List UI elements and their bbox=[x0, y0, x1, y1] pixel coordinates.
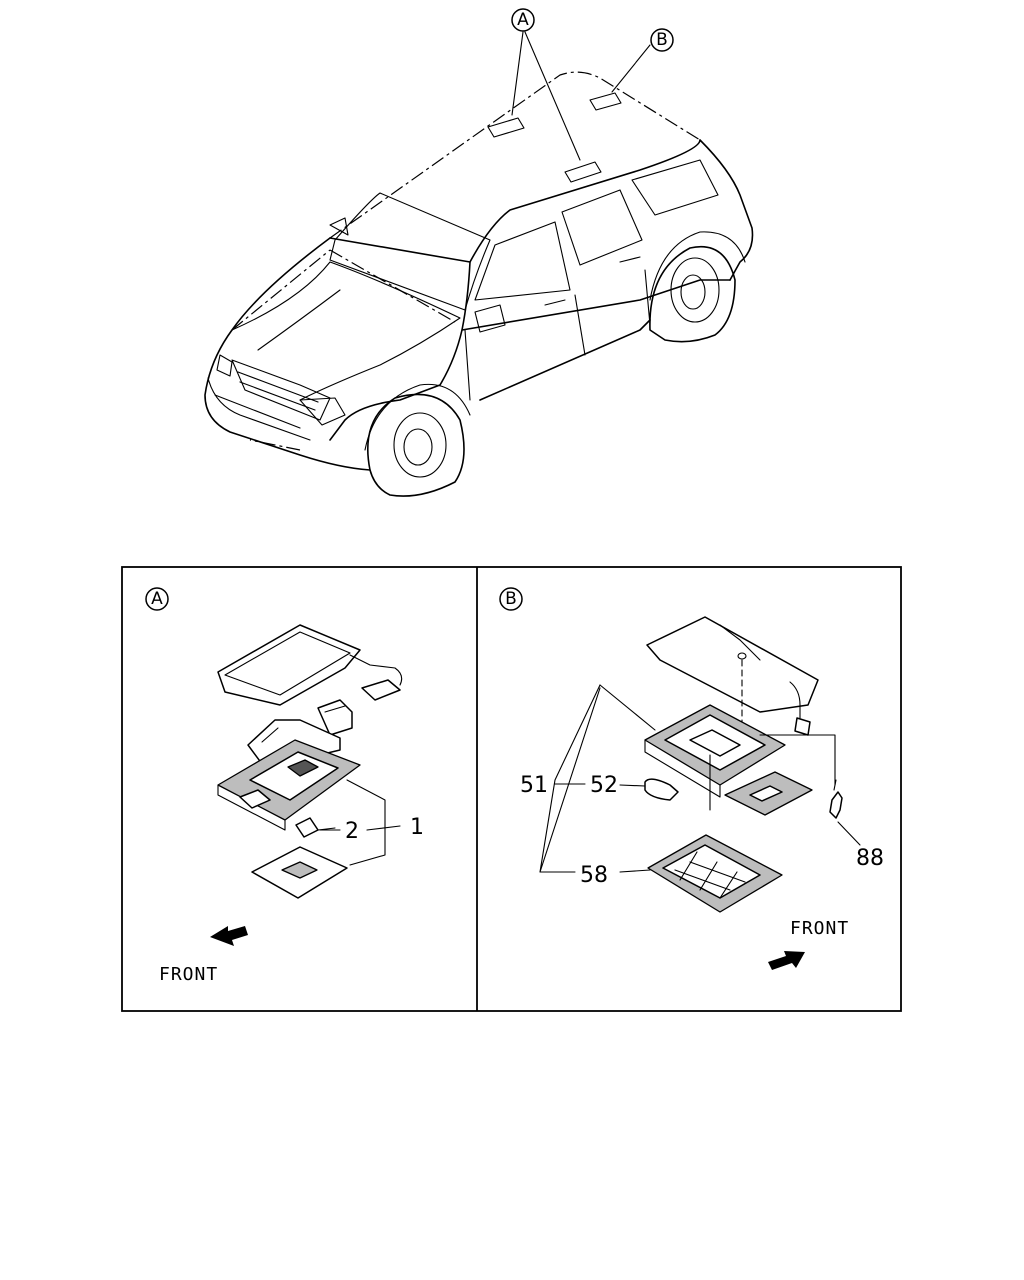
panel-a-letter: A bbox=[151, 589, 163, 609]
front-label-a: FRONT bbox=[159, 964, 218, 985]
part-label-2: 2 bbox=[345, 819, 359, 844]
front-arrow-a-icon bbox=[210, 926, 248, 946]
part-label-51: 51 bbox=[520, 773, 548, 798]
part-label-1: 1 bbox=[410, 815, 424, 840]
detail-frame bbox=[121, 566, 902, 1012]
part-label-52: 52 bbox=[590, 773, 618, 798]
panel-a: A 2 1 FRONT bbox=[145, 587, 424, 985]
callout-a-circle bbox=[511, 8, 535, 32]
front-label-b: FRONT bbox=[790, 918, 849, 939]
panel-b-letter: B bbox=[505, 589, 517, 609]
part-label-88: 88 bbox=[856, 846, 884, 871]
panel-a-circle bbox=[145, 587, 169, 611]
callout-b-circle bbox=[650, 28, 674, 52]
callout-b-label: B bbox=[656, 30, 668, 50]
vehicle-illustration: A B bbox=[204, 8, 754, 497]
front-arrow-b-icon bbox=[768, 951, 805, 970]
panel-b-circle bbox=[499, 587, 523, 611]
panel-b: B bbox=[499, 587, 884, 970]
callout-a-label: A bbox=[517, 10, 529, 30]
part-label-58: 58 bbox=[580, 863, 608, 888]
